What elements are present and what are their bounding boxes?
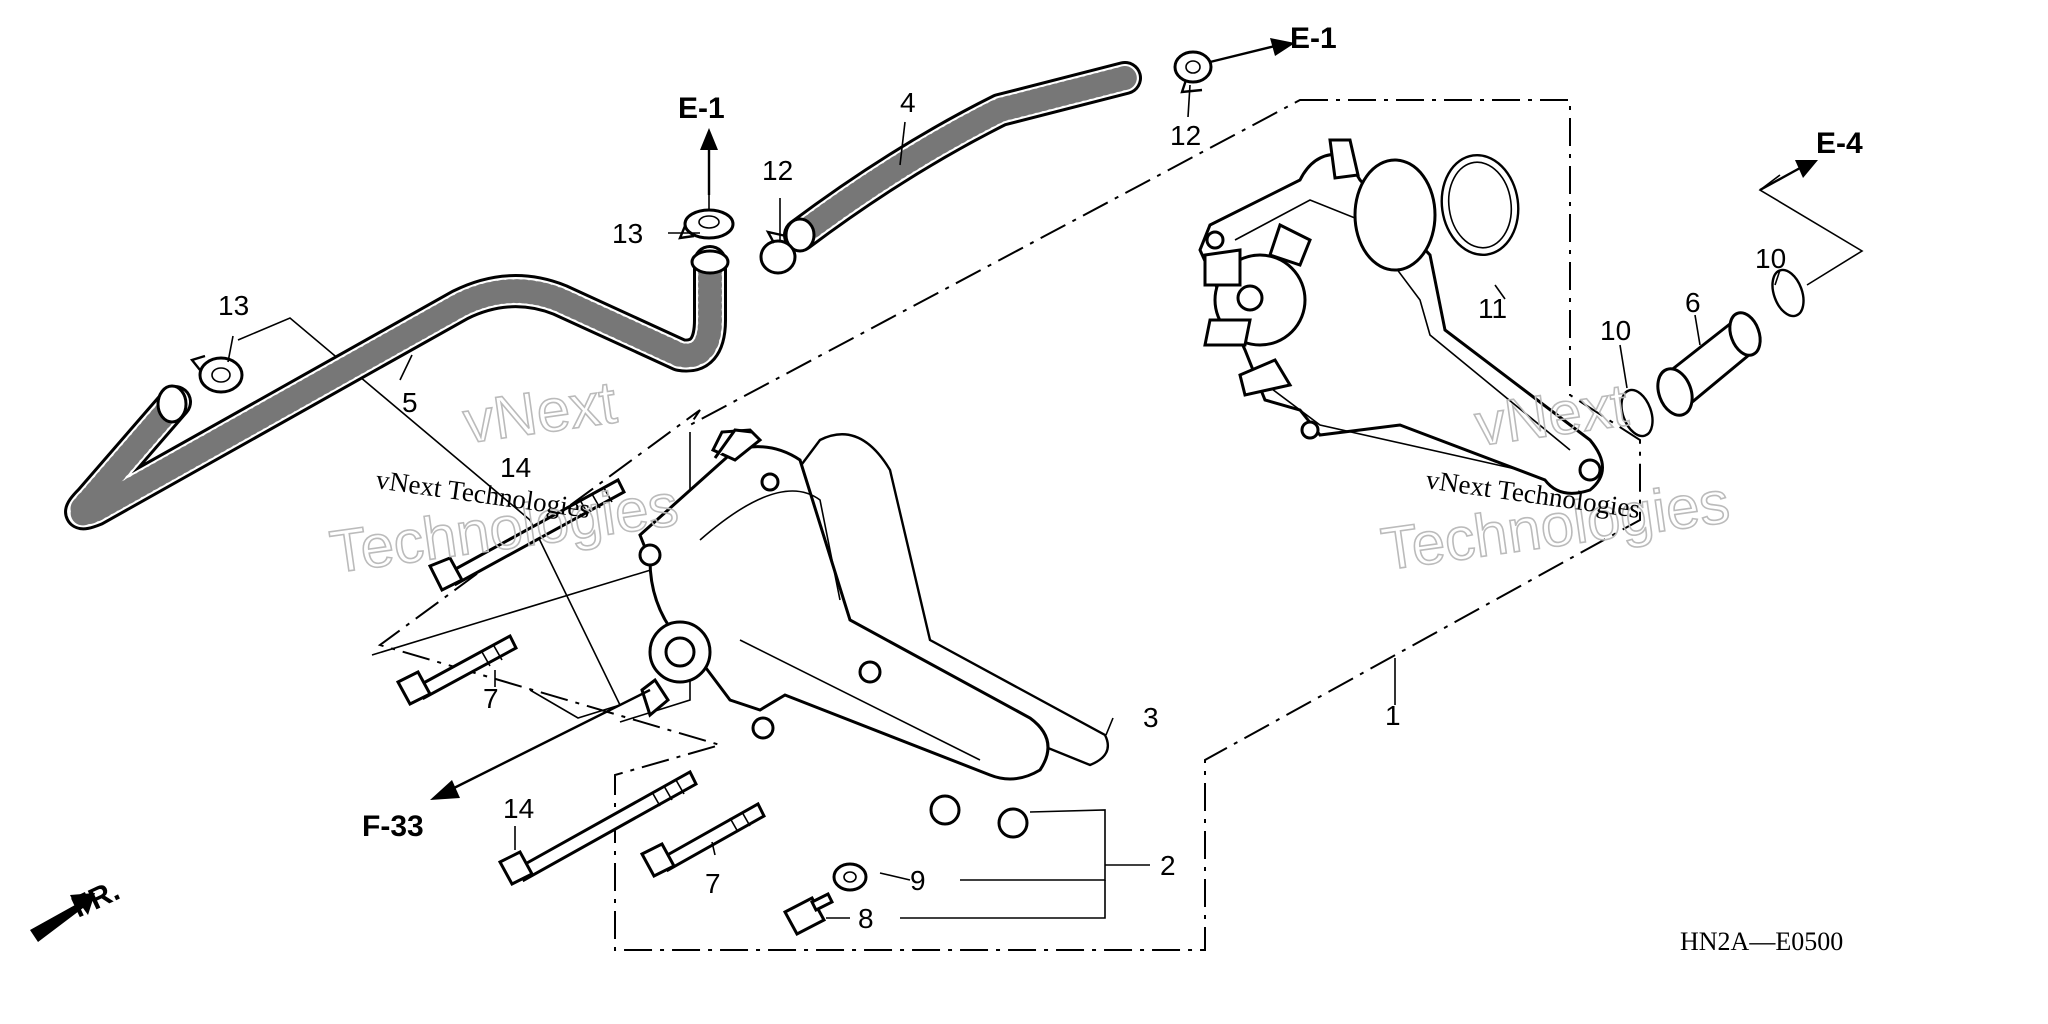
callout-13-lower: 13	[218, 290, 249, 321]
reference-e4: E-4	[1816, 127, 1863, 160]
callout-10-left: 10	[1600, 315, 1631, 346]
callout-12-left: 12	[762, 155, 793, 186]
callout-5: 5	[402, 387, 418, 418]
bolt-8	[782, 891, 835, 937]
reference-e1-top: E-1	[1290, 22, 1337, 55]
hose-clamp-leader-frame	[237, 317, 622, 719]
o-ring-11-inner	[1447, 161, 1513, 249]
callout-9: 9	[910, 865, 926, 896]
watermark-left: vNext Technologies	[325, 368, 683, 587]
callout-14-upper: 14	[500, 452, 531, 483]
callout-4: 4	[900, 87, 916, 118]
callout-11: 11	[1478, 293, 1507, 324]
washer-9	[832, 862, 868, 892]
callout-3: 3	[1143, 702, 1159, 733]
callout-8: 8	[858, 903, 874, 934]
arrow-f33	[430, 688, 651, 800]
arrow-e4	[1759, 160, 1818, 192]
diagram-code: HN2A—E0500	[1680, 927, 1843, 956]
callout-1: 1	[1385, 700, 1401, 731]
bolt-14-lower	[497, 769, 698, 886]
callout-6: 6	[1685, 287, 1701, 318]
pipe-leader-bracket	[1758, 174, 1864, 286]
front-indicator-label: FR.	[67, 874, 125, 924]
bolt-14-upper	[427, 477, 626, 593]
front-direction-arrow	[30, 893, 95, 942]
svg-text:vNext: vNext	[459, 368, 621, 456]
hose-5	[64, 245, 730, 531]
bolt-7-lower	[639, 801, 766, 878]
hose-clamp-13-lower	[189, 354, 244, 394]
bolt-7-upper	[395, 633, 518, 706]
callout-12-right: 12	[1170, 120, 1201, 151]
water-pipe-6	[1656, 311, 1762, 417]
reference-f33: F-33	[362, 810, 424, 843]
o-ring-11	[1440, 154, 1520, 256]
water-pump-cover	[638, 428, 1050, 839]
water-pump-body	[1198, 138, 1604, 495]
callout-7-lower: 7	[705, 868, 721, 899]
hose-clamp-12-left	[759, 230, 797, 275]
reference-e1-left: E-1	[678, 92, 725, 125]
hose-4	[783, 61, 1142, 253]
callout-2: 2	[1160, 850, 1176, 881]
arrow-e1-top	[1209, 38, 1295, 64]
assembly-outline	[377, 99, 1641, 951]
o-ring-10-left	[1620, 388, 1654, 438]
hose-clamp-12-right	[1173, 50, 1213, 94]
callout-14-lower: 14	[503, 793, 534, 824]
callout-7-upper: 7	[483, 683, 499, 714]
callout-10-right: 10	[1755, 243, 1786, 274]
gasket-3	[788, 433, 1110, 767]
callout-13-upper: 13	[612, 218, 643, 249]
arrow-e1-left	[700, 128, 718, 195]
